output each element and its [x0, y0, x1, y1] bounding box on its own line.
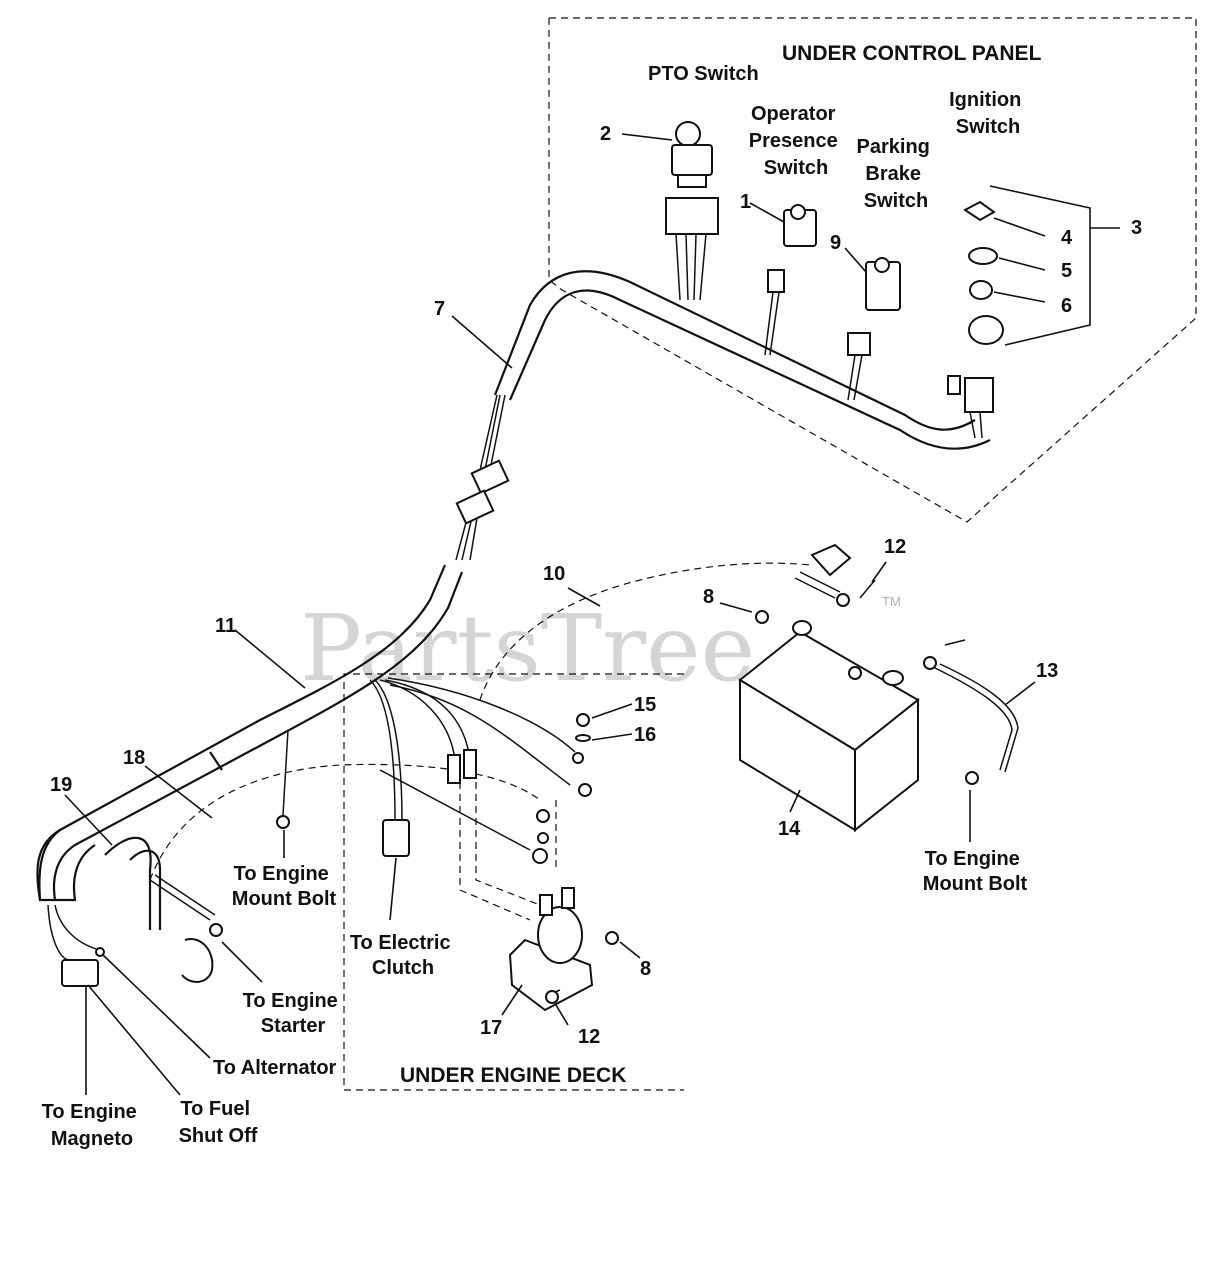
watermark: PartsTree	[300, 595, 755, 702]
label-operator-presence-switch: Operator Presence Switch	[749, 103, 844, 179]
part-number-17: 17	[480, 1017, 502, 1039]
part-number-9: 9	[830, 232, 841, 254]
label-ignition-switch: Ignition Switch	[949, 89, 1027, 138]
label-engine-mount-bolt-left: To Engine Mount Bolt	[232, 863, 337, 910]
part-number-6: 6	[1061, 295, 1072, 317]
label-alternator: To Alternator	[213, 1057, 337, 1079]
battery-cables	[794, 543, 1019, 785]
harness-branch-wires	[47, 677, 576, 961]
parking-brake-switch-part	[847, 257, 901, 401]
fasteners-15-16	[575, 713, 591, 742]
wire-10-dashed	[479, 562, 811, 701]
harness-tube-19	[38, 829, 96, 902]
part-number-5: 5	[1061, 260, 1072, 282]
solenoid-route-dashed	[459, 770, 557, 921]
pto-switch-part	[671, 121, 713, 188]
watermark-tm: TM	[882, 594, 901, 609]
part-number-7: 7	[434, 298, 445, 320]
part-number-12a: 12	[884, 536, 906, 558]
part-number-4: 4	[1061, 227, 1073, 249]
magneto-connector	[61, 959, 99, 987]
solenoid-part-17	[508, 809, 619, 1012]
section-under-control-panel: UNDER CONTROL PANEL	[782, 42, 1042, 65]
label-engine-magneto: To Engine Magneto	[42, 1101, 143, 1150]
ignition-switch-parts	[947, 200, 1004, 439]
engine-deck-region	[343, 673, 684, 1091]
part-number-16: 16	[634, 724, 656, 746]
part-number-11: 11	[215, 615, 236, 637]
part-number-19: 19	[50, 774, 72, 796]
part-number-8a: 8	[703, 586, 714, 608]
operator-presence-switch-part	[764, 204, 817, 356]
harness-connector-lower	[455, 489, 495, 525]
label-pto-switch: PTO Switch	[648, 63, 759, 85]
part-number-14: 14	[778, 818, 801, 840]
bullet-terminal-a	[447, 754, 461, 784]
main-harness-7	[455, 270, 991, 561]
lower-harness-11	[36, 564, 464, 901]
bullet-terminal-b	[463, 749, 477, 779]
part-number-18: 18	[123, 747, 145, 769]
harness-connector-upper	[470, 459, 510, 495]
label-electric-clutch: To Electric Clutch	[350, 932, 456, 979]
part-number-1: 1	[740, 191, 751, 213]
label-fuel-shut-off: To Fuel Shut Off	[179, 1098, 258, 1147]
label-engine-starter: To Engine Starter	[243, 990, 344, 1037]
leader-lines	[64, 133, 1120, 1096]
pto-connector	[665, 197, 719, 301]
battery-nut-8	[755, 610, 769, 624]
part-number-15: 15	[634, 694, 656, 716]
battery-part	[738, 620, 920, 833]
ground-ring-terminal	[276, 815, 290, 829]
clutch-connector	[382, 819, 410, 857]
ring-terminal-solenoid	[532, 848, 548, 864]
starter-cable-18	[104, 836, 223, 983]
battery-nut-terminal	[848, 666, 862, 680]
part-number-3: 3	[1131, 217, 1142, 239]
control-panel-region	[548, 17, 1197, 523]
part-number-8b: 8	[640, 958, 651, 980]
part-number-10: 10	[543, 563, 565, 585]
wire-18-dashed	[149, 763, 541, 881]
ring-terminal-15	[572, 752, 584, 764]
label-parking-brake-switch: Parking Brake Switch	[857, 136, 936, 212]
part-number-12b: 12	[578, 1026, 600, 1048]
part-number-2: 2	[600, 123, 611, 145]
ring-terminal-16	[578, 783, 592, 797]
label-engine-mount-bolt-right: To Engine Mount Bolt	[923, 848, 1028, 895]
section-under-engine-deck: UNDER ENGINE DECK	[400, 1064, 626, 1087]
part-number-13: 13	[1036, 660, 1058, 682]
